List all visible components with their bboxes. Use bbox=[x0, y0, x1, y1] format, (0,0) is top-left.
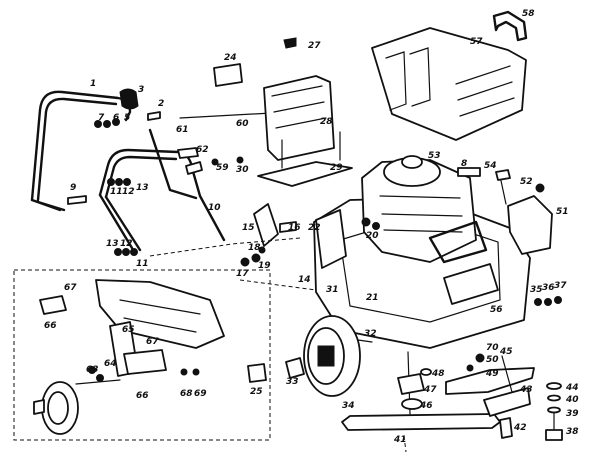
callout-12a: 12 bbox=[122, 187, 135, 197]
callout-27: 27 bbox=[308, 41, 321, 51]
grass-catcher bbox=[371, 10, 528, 141]
grass-box-frame bbox=[213, 37, 353, 187]
callout-40: 40 bbox=[565, 395, 579, 405]
callout-70: 70 bbox=[486, 343, 499, 353]
callout-37: 37 bbox=[554, 281, 567, 291]
callout-30: 30 bbox=[236, 165, 249, 175]
callout-45: 45 bbox=[499, 347, 513, 357]
assembly-leaders bbox=[149, 237, 407, 453]
callout-labels: 1 2 3 5 6 7 8 9 10 11 11 12 12 13 13 14 … bbox=[44, 9, 579, 445]
callout-33: 33 bbox=[286, 377, 299, 387]
callout-15: 15 bbox=[242, 223, 255, 233]
callout-11b: 11 bbox=[136, 259, 149, 269]
callout-65: 65 bbox=[122, 325, 135, 335]
callout-8: 8 bbox=[461, 159, 467, 169]
callout-32: 32 bbox=[364, 329, 377, 339]
callout-12b: 12 bbox=[120, 239, 133, 249]
callout-2: 2 bbox=[158, 99, 164, 109]
callout-35: 35 bbox=[530, 285, 543, 295]
callout-48: 48 bbox=[431, 369, 445, 379]
callout-7: 7 bbox=[98, 113, 105, 123]
rear-wheel bbox=[247, 315, 373, 397]
callout-67a: 67 bbox=[64, 283, 77, 293]
callout-19: 19 bbox=[258, 261, 271, 271]
callout-66a: 66 bbox=[44, 321, 57, 331]
callout-22: 22 bbox=[308, 223, 321, 233]
mulching-kit bbox=[445, 353, 535, 439]
callout-60: 60 bbox=[236, 119, 249, 129]
callout-46: 46 bbox=[419, 401, 433, 411]
callout-43: 43 bbox=[519, 385, 533, 395]
right-fasteners bbox=[545, 382, 563, 441]
callout-1: 1 bbox=[90, 79, 96, 89]
height-adjuster bbox=[240, 203, 380, 269]
callout-50: 50 bbox=[486, 355, 499, 365]
callout-54: 54 bbox=[484, 161, 497, 171]
callout-29: 29 bbox=[330, 163, 343, 173]
callout-52: 52 bbox=[520, 177, 533, 187]
callout-47: 47 bbox=[423, 385, 437, 395]
callout-3: 3 bbox=[138, 85, 144, 95]
callout-49: 49 bbox=[485, 369, 499, 379]
callout-9: 9 bbox=[70, 183, 76, 193]
callout-67b: 67 bbox=[146, 337, 159, 347]
callout-38: 38 bbox=[566, 427, 579, 437]
callout-17: 17 bbox=[236, 269, 249, 279]
callout-53: 53 bbox=[428, 151, 441, 161]
callout-11a: 11 bbox=[110, 187, 123, 197]
callout-69: 69 bbox=[194, 389, 207, 399]
callout-36: 36 bbox=[542, 283, 555, 293]
callout-57: 57 bbox=[470, 37, 483, 47]
callout-18: 18 bbox=[248, 243, 261, 253]
callout-39: 39 bbox=[566, 409, 579, 419]
callout-64: 64 bbox=[104, 359, 117, 369]
callout-51: 51 bbox=[556, 207, 569, 217]
callout-42: 42 bbox=[513, 423, 527, 433]
engine bbox=[361, 155, 488, 264]
engine-hardware bbox=[457, 167, 562, 306]
callout-25: 25 bbox=[250, 387, 263, 397]
blade-assembly bbox=[341, 351, 501, 431]
callout-66b: 66 bbox=[136, 391, 149, 401]
callout-21: 21 bbox=[366, 293, 379, 303]
callout-10: 10 bbox=[208, 203, 221, 213]
callout-63: 63 bbox=[86, 365, 99, 375]
callout-28: 28 bbox=[320, 117, 333, 127]
callout-68: 68 bbox=[180, 389, 193, 399]
callout-24: 24 bbox=[224, 53, 237, 63]
callout-6: 6 bbox=[113, 113, 119, 123]
callout-34: 34 bbox=[342, 401, 355, 411]
callout-58: 58 bbox=[522, 9, 535, 19]
callout-16: 16 bbox=[288, 223, 301, 233]
callout-20: 20 bbox=[366, 231, 379, 241]
callout-41: 41 bbox=[393, 435, 407, 445]
callout-13b: 13 bbox=[106, 239, 119, 249]
callout-5: 5 bbox=[124, 113, 130, 123]
callout-59: 59 bbox=[216, 163, 229, 173]
callout-13a: 13 bbox=[136, 183, 149, 193]
callout-31: 31 bbox=[326, 285, 339, 295]
callout-61: 61 bbox=[176, 125, 189, 135]
callout-56: 56 bbox=[490, 305, 503, 315]
callout-62: 62 bbox=[196, 145, 209, 155]
inset-detail bbox=[13, 269, 271, 441]
callout-44: 44 bbox=[565, 383, 579, 393]
callout-14: 14 bbox=[298, 275, 311, 285]
